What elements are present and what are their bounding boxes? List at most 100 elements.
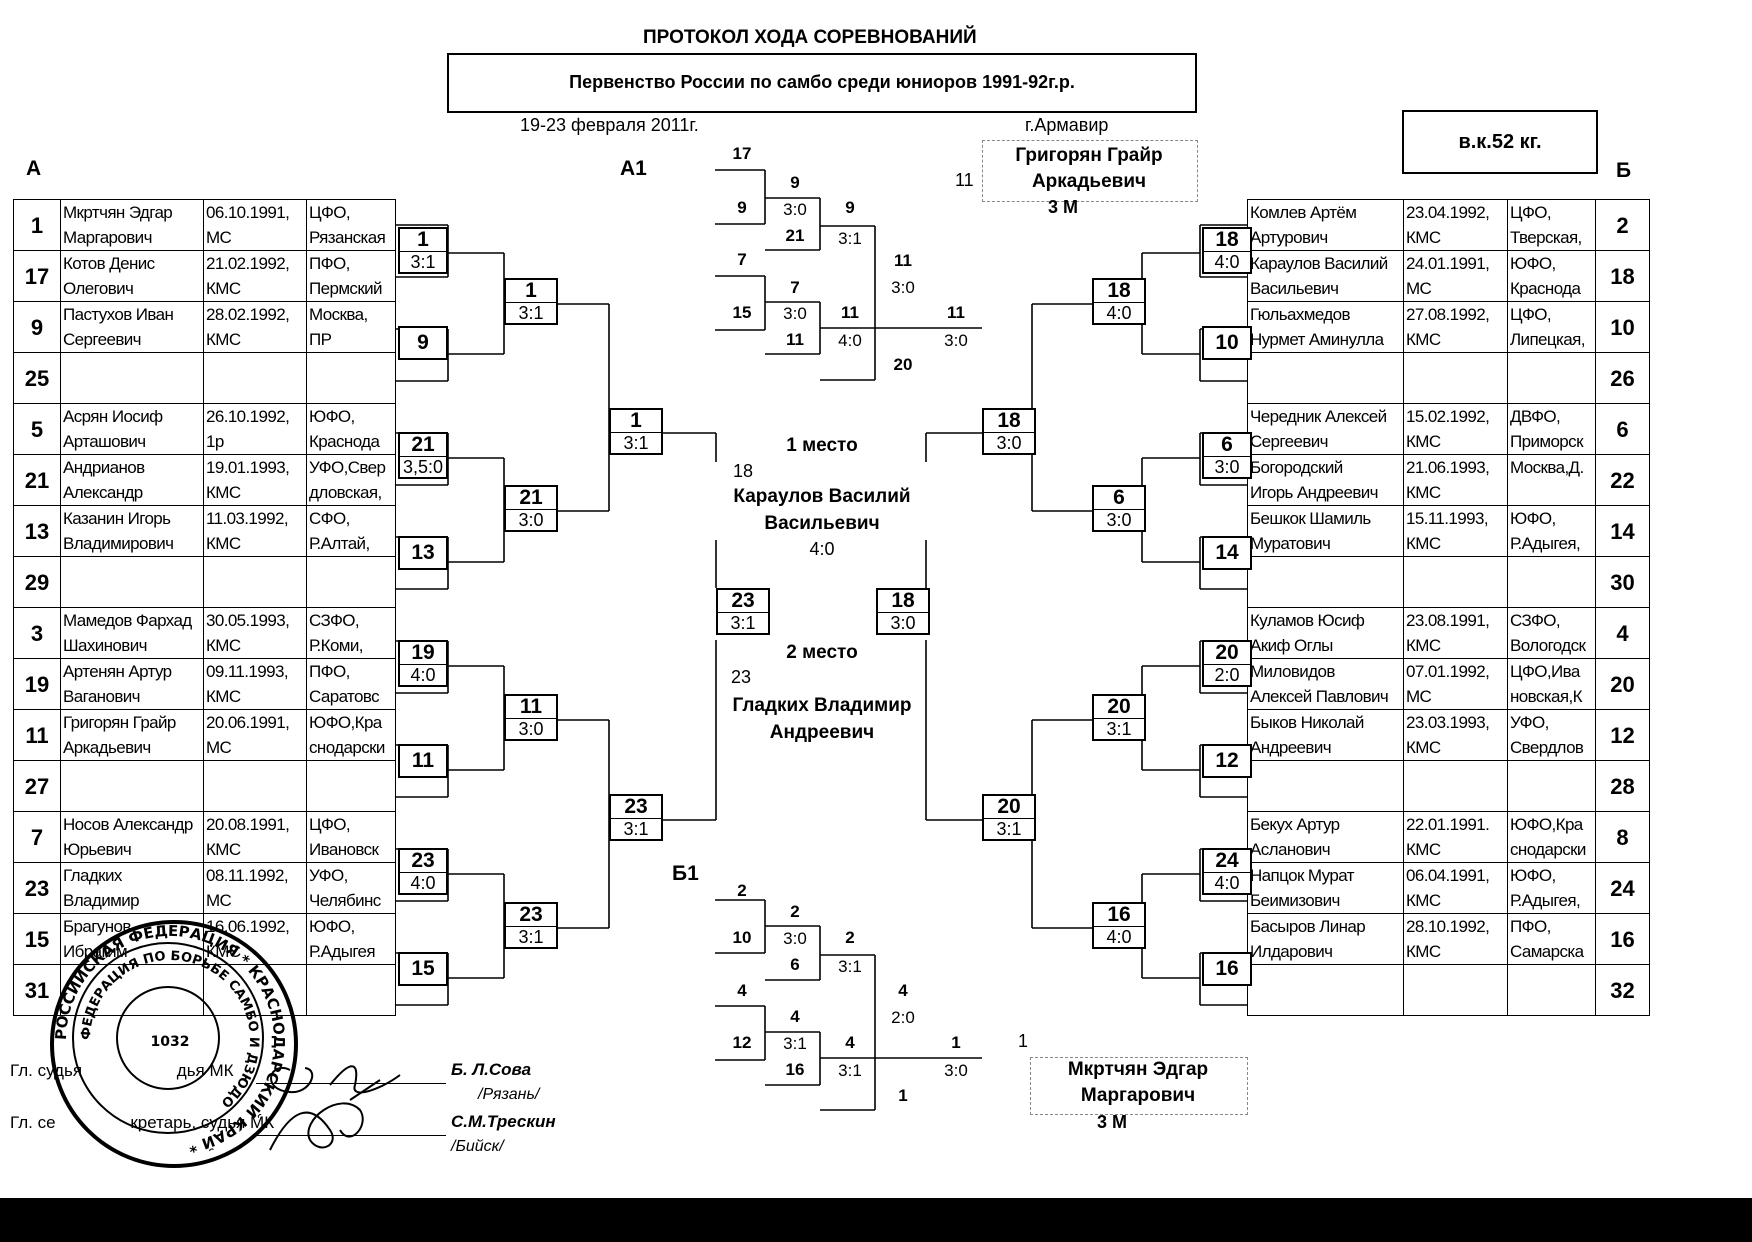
repechage-entry: 15 bbox=[732, 303, 752, 322]
repechage-entry: 4 bbox=[737, 981, 747, 1000]
bout-score: 4:0 bbox=[1204, 872, 1250, 893]
participant-number: 27 bbox=[13, 760, 61, 812]
participant-name-line: Артенян Артур bbox=[63, 662, 172, 681]
protocol-title: ПРОТОКОЛ ХОДА СОРЕВНОВАНИЙ bbox=[643, 27, 977, 48]
event-title: Первенство России по самбо среди юниоров… bbox=[569, 72, 1075, 92]
participant-birth-rank: 06.04.1991,КМС bbox=[1403, 862, 1508, 914]
judge-signature-line bbox=[256, 1083, 446, 1084]
participant-birth-rank-line: 06.04.1991, bbox=[1406, 866, 1490, 885]
repechage-winner: 11 bbox=[841, 303, 859, 322]
participant-birth-rank bbox=[1403, 760, 1508, 812]
bout-score: 4:0 bbox=[1094, 926, 1144, 947]
participant-region-line: ПФО, bbox=[309, 662, 350, 681]
participant-birth-rank-line: 22.01.1991. bbox=[1406, 815, 1490, 834]
participant-name-line: Мамедов Фархад bbox=[63, 611, 192, 630]
participant-name bbox=[60, 556, 204, 608]
participant-birth-rank-line: 26.10.1992, bbox=[206, 407, 290, 426]
participant-number-line: 8 bbox=[1616, 824, 1629, 850]
participant-number-line: 11 bbox=[25, 722, 49, 748]
third-place-a1-number: 11 bbox=[955, 170, 974, 190]
participant-region: ЮФО,Краснода bbox=[1507, 250, 1596, 302]
repechage-score: 2:0 bbox=[891, 1008, 915, 1027]
participant-birth-rank-line: 11.03.1992, bbox=[206, 509, 289, 528]
participant-birth-rank-line: 19.01.1993, bbox=[206, 458, 290, 477]
participant-number-line: 25 bbox=[24, 365, 50, 391]
participant-birth-rank-line: КМС bbox=[206, 687, 241, 706]
participant-name-line: Богородский bbox=[1250, 458, 1343, 477]
event-title-box: Первенство России по самбо среди юниоров… bbox=[447, 53, 1197, 113]
participant-number-line: 5 bbox=[30, 416, 44, 442]
participant-region-line: Липецкая, bbox=[1510, 330, 1585, 349]
repechage-winner: 9 bbox=[790, 173, 800, 192]
participant-birth-rank-line: КМС bbox=[1406, 840, 1441, 859]
participant-region-line: Р.Адыгея, bbox=[1510, 891, 1581, 910]
repechage-winner: 6 bbox=[790, 955, 800, 974]
participant-region: СЗФО,Вологодск bbox=[1507, 607, 1596, 659]
participant-number: 14 bbox=[1595, 505, 1650, 557]
participant-number-line: 24 bbox=[1610, 875, 1635, 901]
participant-birth-rank-line: 15.11.1993, bbox=[1406, 509, 1489, 528]
participant-region-line: Краснода bbox=[309, 432, 380, 451]
participant-name-line: Нурмет Аминулла bbox=[1250, 330, 1384, 349]
participant-region bbox=[1507, 964, 1596, 1016]
participant-b-row: 30 bbox=[1247, 556, 1650, 608]
participant-birth-rank bbox=[1403, 964, 1508, 1016]
participant-number: 10 bbox=[1595, 301, 1650, 353]
participant-name-line: Сергеевич bbox=[1250, 432, 1329, 451]
first-place-label: 1 место bbox=[786, 435, 858, 456]
participant-birth-rank-line: 23.03.1993, bbox=[1406, 713, 1490, 732]
participant-name-line: Илдарович bbox=[1250, 942, 1333, 961]
bout-score: 3:0 bbox=[506, 718, 556, 739]
participant-number-line: 9 bbox=[30, 314, 44, 340]
participant-region-line: ЮФО, bbox=[309, 407, 355, 426]
participant-region-line: ЮФО, bbox=[1510, 866, 1556, 885]
participant-birth-rank-line: КМС bbox=[1406, 330, 1441, 349]
participant-birth-rank-line: МС bbox=[206, 891, 232, 910]
participant-region-line: СЗФО, bbox=[1510, 611, 1561, 630]
participant-region-line: Тверская, bbox=[1510, 228, 1582, 247]
participant-region-line: СФО, bbox=[309, 509, 350, 528]
participant-name-line: Куламов Юсиф bbox=[1250, 611, 1365, 630]
repechage-entry: 2 bbox=[737, 881, 747, 900]
third-place-a1-name-line2: Аркадьевич bbox=[1031, 171, 1147, 192]
weight-class-box: в.к.52 кг. bbox=[1402, 110, 1598, 174]
third-place-a1-name-line1: Григорян Грайр bbox=[1015, 145, 1163, 166]
participant-region-line: снодарски bbox=[1510, 840, 1586, 859]
participant-number-line: 28 bbox=[1610, 773, 1635, 799]
repechage-winner: 2 bbox=[845, 928, 855, 947]
participant-number: 30 bbox=[1595, 556, 1650, 608]
participant-birth-rank-line: КМС bbox=[206, 636, 241, 655]
participant-name-line: Ваганович bbox=[63, 687, 141, 706]
participant-number: 25 bbox=[13, 352, 61, 404]
participant-birth-rank-line: КМС bbox=[206, 279, 241, 298]
participant-birth-rank: 23.03.1993,КМС bbox=[1403, 709, 1508, 761]
bout-a-r1: 9 bbox=[398, 326, 448, 360]
participant-region-line: УФО, bbox=[309, 866, 348, 885]
participant-number: 13 bbox=[13, 505, 61, 557]
repechage-score: 3:1 bbox=[838, 229, 862, 248]
participant-birth-rank: 15.11.1993,КМС bbox=[1403, 505, 1508, 557]
participant-name bbox=[60, 352, 204, 404]
participant-birth-rank-line: 20.08.1991, bbox=[206, 815, 290, 834]
participant-birth-rank-line: 06.10.1991, bbox=[206, 203, 290, 222]
participant-b-row: 28 bbox=[1247, 760, 1650, 812]
participant-b-row: 26 bbox=[1247, 352, 1650, 404]
third-place-b1-name-line1: Мкртчян Эдгар bbox=[1067, 1059, 1209, 1080]
participant-a-row: 25 bbox=[13, 352, 396, 404]
